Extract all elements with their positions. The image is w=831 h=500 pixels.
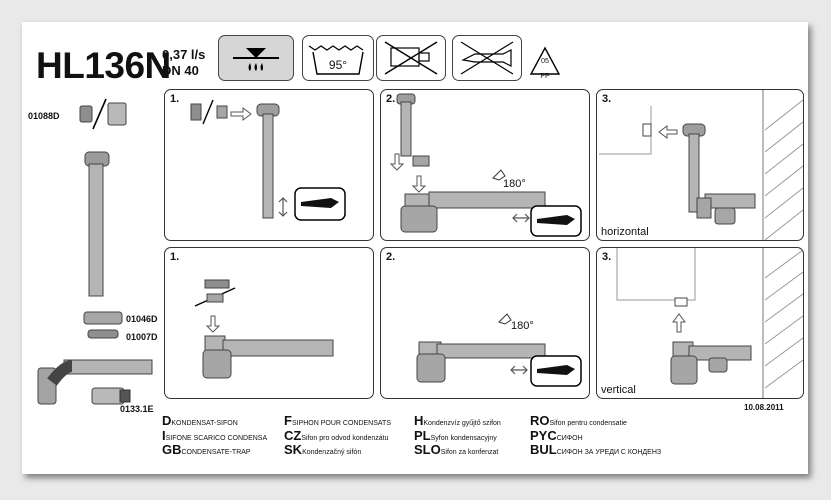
rotation-label: 180° <box>511 320 534 332</box>
part-number-top: 01088D <box>28 111 60 121</box>
legend-f: FSIPHON POUR CONDENSATS <box>284 413 392 428</box>
step-2-panel-horizontal: 2. 180° <box>380 89 590 241</box>
step-1-panel-vertical: 1. <box>164 247 374 399</box>
step-number: 1. <box>170 251 180 263</box>
step-number: 3. <box>602 251 612 263</box>
legend-ro: ROSifon pentru condensatie <box>530 413 627 428</box>
legend-i: ISIFONE SCARICO CONDENSA <box>162 428 268 443</box>
step-2-panel-vertical: 2. 180° <box>380 247 590 399</box>
step-number: 2. <box>386 93 396 105</box>
recycling-pp-icon: 05 PP <box>529 46 561 80</box>
legend-bul: BULСИФОН ЗА УРЕДИ С КОНДЕНЗ <box>530 442 662 457</box>
flow-rate: 0,37 l/s <box>162 47 206 62</box>
model-title: HL136N <box>36 45 171 86</box>
legend-sk: SKKondenzačný sifón <box>284 442 362 457</box>
elbow-pipe-part <box>82 150 112 298</box>
recycle-code: 05 <box>541 58 549 65</box>
step-3-panel-horizontal: 3. horizontal <box>596 89 804 241</box>
step-number: 3. <box>602 93 612 105</box>
top-adapter-part <box>78 97 134 131</box>
step-1-panel-horizontal: 1. <box>164 89 374 241</box>
part-number-nut: 01046D <box>126 314 158 324</box>
step-number: 1. <box>170 93 180 105</box>
legend-d: DKONDENSAT-SIFON <box>162 413 238 428</box>
legend-h: HKondenzvíz gyűjtő szifon <box>414 413 501 428</box>
orientation-label: horizontal <box>601 226 649 238</box>
part-number-bottom: 0133.1E <box>120 404 154 414</box>
trap-body-part <box>34 354 156 412</box>
orientation-label: vertical <box>601 384 636 396</box>
recycle-material: PP <box>540 73 550 80</box>
legend-gb: GBCONDENSATE-TRAP <box>162 442 251 457</box>
legend-cz: CZSifon pro odvod kondenzátu <box>284 428 389 443</box>
nut-and-seal-parts <box>80 310 126 340</box>
step-3-panel-vertical: 3. vertical <box>596 247 804 399</box>
hot-water-icon: 95° <box>302 35 374 81</box>
date-stamp: 10.08.2011 <box>744 403 784 412</box>
temperature-label: 95° <box>328 58 348 72</box>
rotation-label: 180° <box>503 178 526 190</box>
sink-drain-icon <box>218 35 294 81</box>
part-number-seal: 01007D <box>126 332 158 342</box>
step-number: 2. <box>386 251 396 263</box>
legend-pyc: PYCСИФОН <box>530 428 583 443</box>
legend-pl: PLSyfon kondensacyjny <box>414 428 497 443</box>
no-washing-machine-icon <box>376 35 446 81</box>
legend-slo: SLOSifon za konfenzat <box>414 442 499 457</box>
nominal-diameter: DN 40 <box>162 63 199 78</box>
no-pipe-cleaner-icon <box>452 35 522 81</box>
instruction-sheet: HL136N 0,37 l/s DN 40 95° <box>22 22 808 474</box>
